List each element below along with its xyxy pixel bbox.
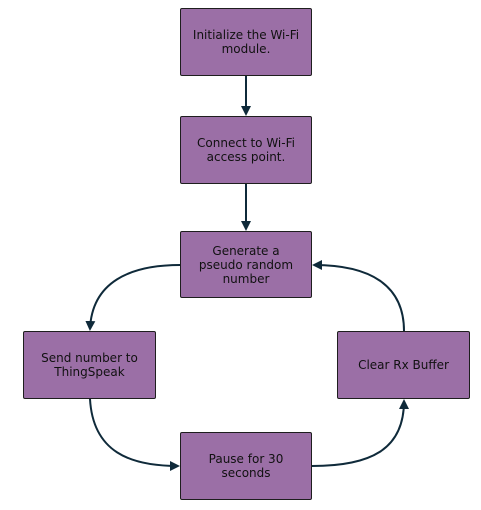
node-send-thingspeak: Send number to ThingSpeak: [23, 331, 156, 399]
edge-send-to-pause: [89, 398, 180, 471]
node-connect-wifi: Connect to Wi-Fi access point.: [180, 116, 312, 184]
node-clear-buffer-label: Clear Rx Buffer: [358, 358, 449, 372]
node-pause: Pause for 30 seconds: [180, 432, 312, 500]
node-clear-buffer: Clear Rx Buffer: [337, 331, 470, 399]
node-connect-wifi-label: Connect to Wi-Fi access point.: [197, 136, 295, 164]
node-generate-number-label: Generate a pseudo random number: [198, 243, 294, 286]
edge-clear-to-generate: [312, 260, 405, 332]
node-initialize-wifi-label: Initialize the Wi-Fi module.: [192, 28, 300, 56]
node-initialize-wifi: Initialize the Wi-Fi module.: [180, 8, 312, 76]
node-pause-label: Pause for 30 seconds: [208, 452, 284, 480]
node-generate-number: Generate a pseudo random number: [180, 231, 312, 298]
edge-pause-to-clear: [311, 399, 409, 467]
node-send-thingspeak-label: Send number to ThingSpeak: [41, 351, 138, 379]
edge-generate-to-send: [85, 264, 181, 331]
